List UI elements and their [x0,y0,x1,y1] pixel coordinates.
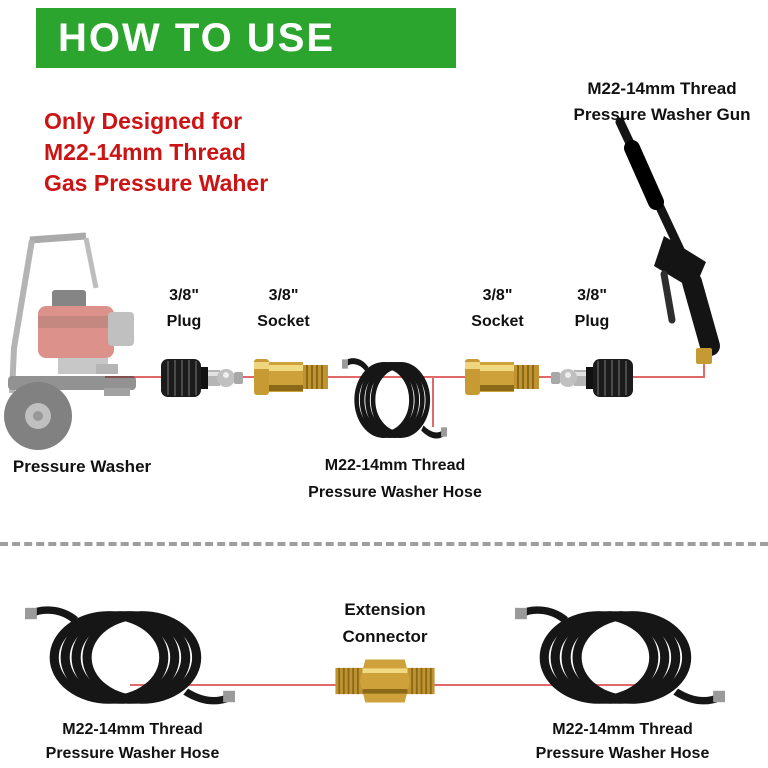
socket-right-size-label: 3/8" [482,287,513,304]
bottom-left-hose-label: M22-14mm Thread Pressure Washer Hose [25,718,240,766]
socket-left-connector-image [254,359,328,395]
plug-left-connector-image [161,359,243,397]
bottom-right-hose-label: M22-14mm Thread Pressure Washer Hose [515,718,730,766]
bottom-right-hose-coil-image [515,606,725,705]
pressure-washer-machine-image [4,232,136,450]
plug-left-name-label: Plug [166,313,202,330]
plug-left-size-label: 3/8" [169,287,199,304]
top-hose-coil-image [342,358,447,439]
extension-label-line-2: Connector [342,627,428,646]
page-title: HOW TO USE [58,15,336,60]
plug-right-label: 3/8" Plug [556,283,628,335]
gun-label-line-1: M22-14mm Thread [587,79,737,98]
socket-right-name-label: Socket [471,313,524,330]
warning-line-2: M22-14mm Thread [44,139,246,165]
top-hose-label-line-1: M22-14mm Thread [324,457,466,474]
warning-text: Only Designed for M22-14mm Thread Gas Pr… [44,106,268,199]
top-hose-label: M22-14mm Thread Pressure Washer Hose [295,452,495,506]
warning-line-3: Gas Pressure Waher [44,170,269,196]
socket-left-size-label: 3/8" [268,287,299,304]
plug-right-size-label: 3/8" [577,287,607,304]
pressure-washer-label: Pressure Washer [12,457,152,476]
extension-connector-label: Extension Connector [310,596,460,650]
hose-connection-line [432,377,434,427]
top-hose-label-line-2: Pressure Washer Hose [308,484,482,501]
socket-right-label: 3/8" Socket [460,283,535,335]
plug-right-connector-image [551,359,633,397]
socket-left-label: 3/8" Socket [246,283,321,335]
socket-right-connector-image [465,359,539,395]
extension-label-line-1: Extension [344,600,426,619]
bottom-left-hose-label-line-1: M22-14mm Thread [62,721,203,738]
extension-connector-image [335,659,435,703]
title-banner: HOW TO USE [36,8,456,68]
section-divider [0,542,768,546]
warning-line-1: Only Designed for [44,108,243,134]
plug-left-label: 3/8" Plug [148,283,220,335]
socket-left-name-label: Socket [257,313,310,330]
bottom-right-hose-label-line-1: M22-14mm Thread [552,721,693,738]
plug-right-name-label: Plug [574,313,610,330]
bottom-right-hose-label-line-2: Pressure Washer Hose [535,745,710,762]
bottom-left-hose-label-line-2: Pressure Washer Hose [45,745,220,762]
gun-connection-line [703,361,705,377]
bottom-left-hose-coil-image [25,606,235,705]
pressure-washer-gun-image [615,117,720,364]
